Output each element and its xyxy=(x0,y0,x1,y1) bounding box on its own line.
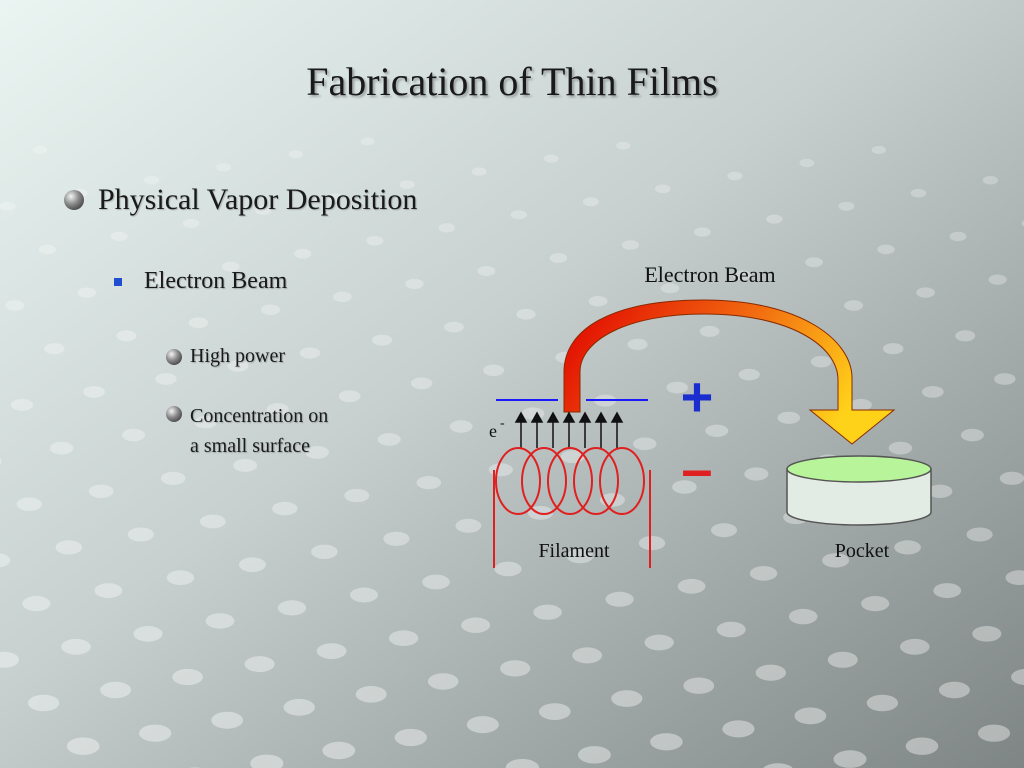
pocket-label: Pocket xyxy=(835,540,890,562)
minus-sign: – xyxy=(681,437,712,500)
filament-coil xyxy=(493,447,651,568)
bullet-text: Electron Beam xyxy=(144,268,288,294)
electron-beam-arrow xyxy=(563,299,896,445)
electron-emission-arrows xyxy=(514,411,624,448)
sphere-bullet-icon xyxy=(166,406,182,422)
bullet-physical-vapor-deposition: Physical Vapor Deposition xyxy=(64,183,417,217)
square-bullet-icon xyxy=(114,277,122,286)
filament-label: Filament xyxy=(538,540,610,562)
bullet-high-power: High power xyxy=(166,345,285,368)
sphere-bullet-icon xyxy=(166,348,182,365)
electron-label: e xyxy=(489,421,497,441)
bullet-concentration: Concentration on a small surface xyxy=(166,401,328,461)
bullet-text: High power xyxy=(190,345,285,367)
bullet-text: Physical Vapor Deposition xyxy=(98,183,418,216)
plus-sign: + xyxy=(681,365,714,428)
slide-title: Fabrication of Thin Films xyxy=(306,59,718,104)
bullet-text: Concentration on a small surface xyxy=(190,405,329,457)
bullet-electron-beam: Electron Beam xyxy=(114,268,287,295)
sphere-bullet-icon xyxy=(64,190,84,210)
pocket-crucible xyxy=(786,455,932,526)
electron-beam-label: Electron Beam xyxy=(644,262,775,287)
electron-charge-label: - xyxy=(500,416,505,431)
